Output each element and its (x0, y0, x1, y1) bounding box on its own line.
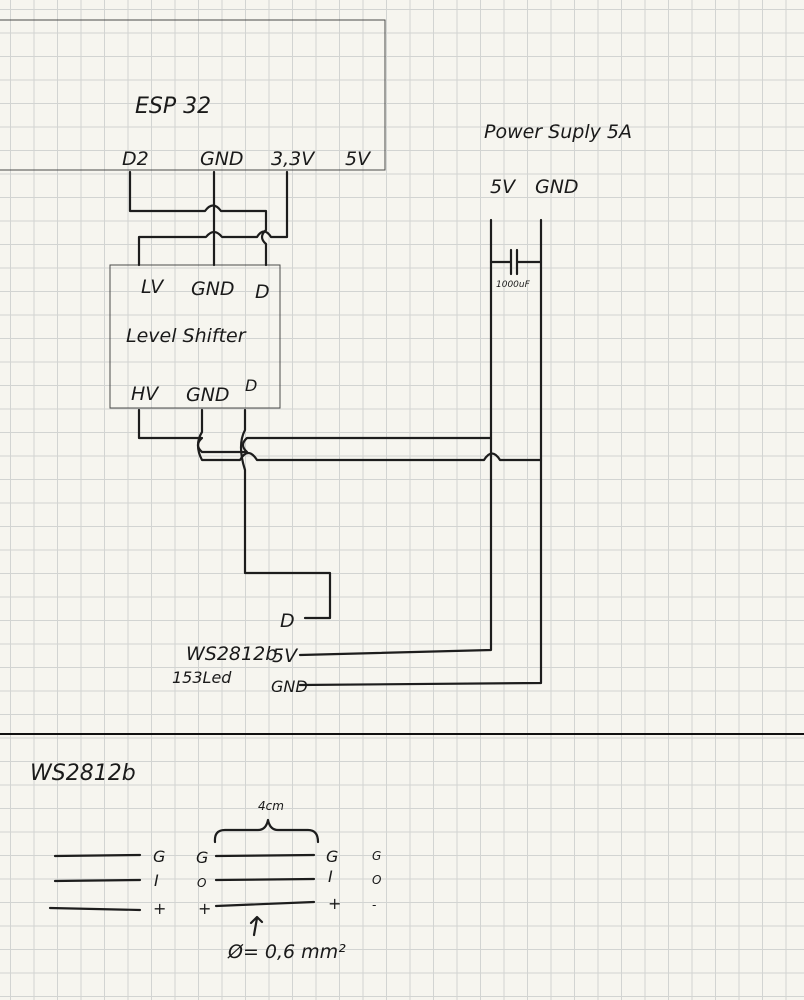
right-label-g: G (372, 849, 381, 863)
wire-gnd-high (196, 408, 543, 462)
esp32-pin-5v: 5V (345, 148, 372, 170)
power-supply: Power Suply 5A 5V GND 1000uF (484, 121, 632, 290)
left-label-i: I (154, 871, 159, 890)
ls-pin-hv: HV (131, 383, 160, 405)
ls-pin-gnd-high: GND (186, 384, 230, 406)
capacitor-symbol (489, 248, 543, 276)
wire-d2 (128, 170, 268, 267)
right-label-minus: - (372, 898, 376, 912)
level-shifter-box (109, 264, 281, 409)
strip-pin-gnd: GND (271, 677, 308, 696)
strip-pin-d: D (280, 610, 295, 632)
left-label-g: G (153, 847, 165, 866)
esp32-title: ESP 32 (135, 94, 211, 119)
wire-3v3 (137, 170, 289, 267)
ls-pin-d-low: D (255, 281, 270, 303)
esp32-box (0, 19, 386, 171)
detail-wires-middle (214, 853, 316, 908)
detail-title: WS2812b (30, 761, 136, 786)
psu-pin-gnd: GND (535, 176, 579, 198)
wire-5v-rail (298, 218, 493, 657)
strip-led-count: 153Led (172, 668, 232, 687)
ls-pin-lv: LV (141, 276, 165, 298)
strip-pin-5v: 5V (272, 645, 299, 667)
mid-left-label-o: O (197, 876, 206, 890)
detail-length: 4cm (258, 799, 284, 813)
mid-right-label-i: I (328, 867, 333, 886)
ls-pin-gnd-low: GND (191, 278, 235, 300)
psu-pin-5v: 5V (490, 176, 517, 198)
esp32-pin-d2: D2 (122, 148, 149, 170)
strip-detail: WS2812b 4cm G I + G O + G I + G O - Ø= 0… (30, 761, 381, 963)
level-shifter: LV GND D Level Shifter HV GND D (109, 264, 281, 409)
ls-pin-d-high: D (245, 376, 257, 395)
diameter-note: Ø= 0,6 mm² (227, 941, 346, 963)
strip-connector: D WS2812b 5V 153Led GND (172, 610, 308, 696)
detail-wires-left (48, 853, 142, 912)
level-shifter-title: Level Shifter (126, 325, 247, 347)
wire-data-out (239, 408, 332, 620)
wires (128, 170, 543, 687)
esp32-module: ESP 32 D2 GND 3,3V 5V (0, 19, 386, 171)
capacitor-label: 1000uF (496, 280, 531, 290)
esp32-pin-gnd: GND (200, 148, 244, 170)
length-brace (213, 818, 320, 844)
esp32-pin-3v3: 3,3V (271, 148, 316, 170)
right-label-o: O (372, 873, 381, 887)
mid-right-label-g: G (326, 847, 338, 866)
mid-right-label-plus: + (328, 894, 341, 913)
diameter-arrow (249, 915, 264, 937)
wire-gnd-rail (298, 218, 543, 687)
left-label-plus: + (153, 899, 166, 918)
mid-left-label-g: G (196, 848, 208, 867)
mid-left-label-plus: + (198, 899, 211, 918)
strip-name: WS2812b (186, 643, 277, 665)
wire-hv (137, 408, 493, 454)
power-supply-title: Power Suply 5A (484, 121, 632, 143)
